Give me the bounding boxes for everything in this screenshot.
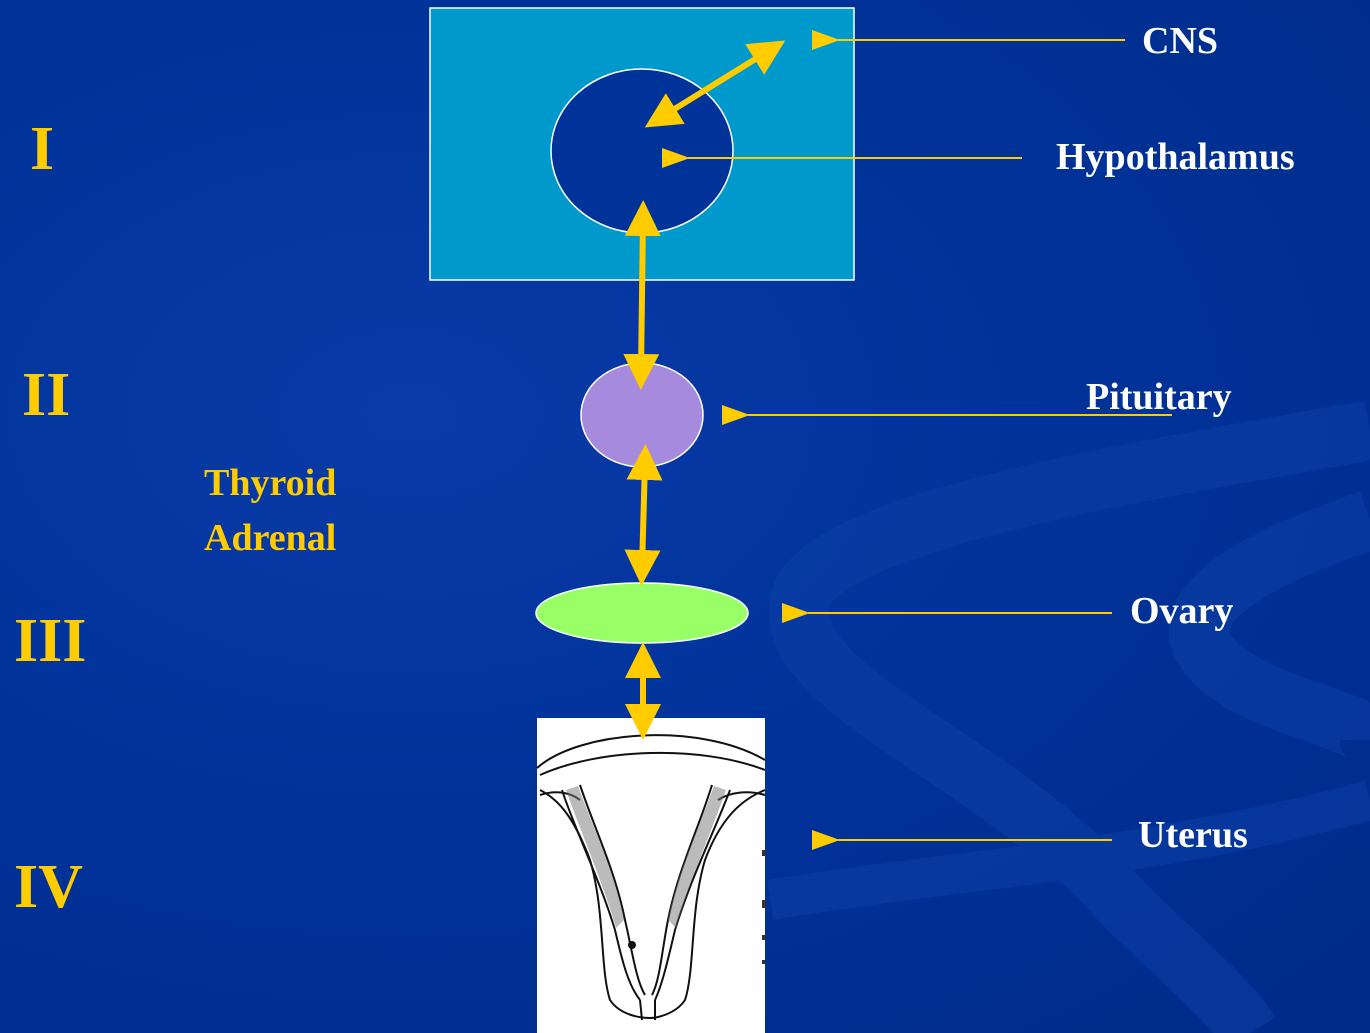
uterus-illustration bbox=[537, 718, 766, 1033]
adrenal-label: Adrenal bbox=[204, 511, 336, 566]
thyroid-label: Thyroid bbox=[204, 456, 336, 511]
pituitary-circle bbox=[581, 363, 703, 467]
arrow-pituitary-ovary bbox=[642, 462, 645, 568]
ovary-ellipse bbox=[536, 583, 748, 643]
level-2-label: II bbox=[22, 364, 70, 426]
level-3-label: III bbox=[14, 610, 86, 672]
uterus-label: Uterus bbox=[1138, 816, 1248, 854]
hypothalamus-label: Hypothalamus bbox=[1056, 138, 1295, 176]
thyroid-adrenal-label: Thyroid Adrenal bbox=[204, 456, 336, 566]
ovary-label: Ovary bbox=[1130, 592, 1233, 630]
pituitary-label: Pituitary bbox=[1086, 378, 1232, 416]
background-swirl bbox=[770, 430, 1370, 1033]
level-4-label: IV bbox=[14, 856, 83, 918]
arrow-hypothalamus-pituitary bbox=[641, 218, 643, 372]
hypothalamus-circle bbox=[551, 69, 733, 233]
cns-label: CNS bbox=[1142, 22, 1218, 60]
level-1-label: I bbox=[30, 118, 54, 180]
